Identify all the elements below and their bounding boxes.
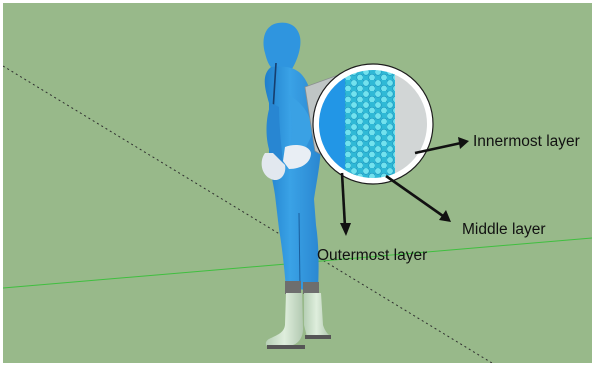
middle-layer-label: Middle layer <box>462 222 546 238</box>
outermost-layer-label: Outermost layer <box>317 248 427 264</box>
illustration-frame: Innermost layer Middle layer Outermost l… <box>3 3 592 363</box>
innermost-layer-label: Innermost layer <box>473 134 580 150</box>
scene <box>3 3 592 363</box>
